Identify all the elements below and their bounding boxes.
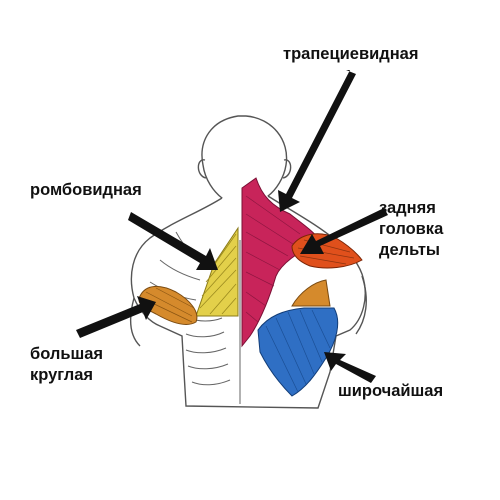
trapezius-label-text: трапециевидная xyxy=(283,45,419,63)
trapezius-label: трапециевидная xyxy=(283,44,418,65)
right-ear xyxy=(282,159,292,179)
rear-deltoid-label-line: головка xyxy=(379,220,444,238)
left-arm-outline xyxy=(129,297,141,347)
latissimus-label-text: широчайшая xyxy=(338,382,444,400)
rear-deltoid-label-line: дельты xyxy=(379,241,440,259)
rear-deltoid-label: задняя головка дельты xyxy=(379,198,443,261)
teres-major-label-line: круглая xyxy=(30,366,94,384)
latissimus-label: широчайшая xyxy=(338,381,443,402)
left-ear xyxy=(197,159,207,179)
rhomboid-striations xyxy=(199,233,237,315)
trapezius-striations xyxy=(245,195,301,323)
teres-major-label: большая круглая xyxy=(30,344,103,386)
teres-major-label-line: большая xyxy=(30,345,104,363)
latissimus-striations xyxy=(265,309,331,393)
arrow-rear-delt xyxy=(300,208,388,254)
teres-major-striations xyxy=(145,287,195,323)
arrow-rhomboid xyxy=(128,212,218,270)
teres-major-right xyxy=(291,279,331,307)
rear-deltoid-label-line: задняя xyxy=(379,199,436,217)
arrow-trapezius xyxy=(278,70,356,212)
arrow-latissimus xyxy=(324,352,376,383)
pointer-arrows xyxy=(76,70,388,383)
right-arm-outline xyxy=(355,275,367,335)
rhomboid-label-text: ромбовидная xyxy=(30,181,142,199)
latissimus-muscle xyxy=(257,307,339,397)
rhomboid-label: ромбовидная xyxy=(30,180,142,201)
arrow-teres-major xyxy=(76,296,156,338)
